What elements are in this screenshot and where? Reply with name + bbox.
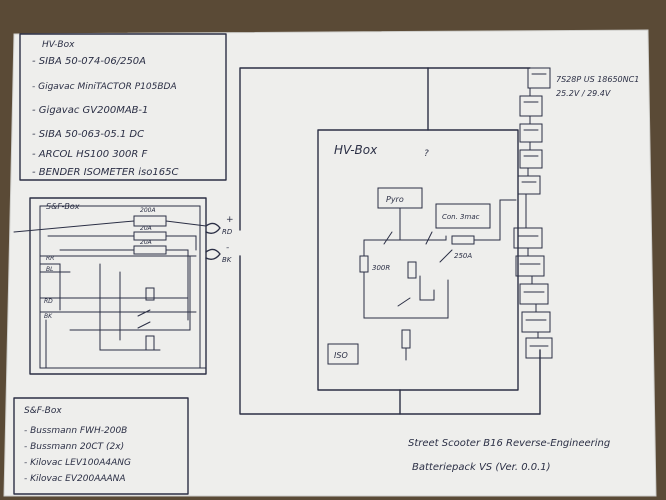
battery-cell xyxy=(515,255,545,277)
hv-legend-box: HV-Box - SIBA 50-074-06/250A - Gigavac M… xyxy=(19,33,227,181)
hv-legend-item: - SIBA 50-074-06/250A xyxy=(32,56,146,67)
hv-legend-item: - SIBA 50-063-05.1 DC xyxy=(32,129,144,140)
minus-sign: - xyxy=(226,243,229,253)
wire-label: RD xyxy=(44,298,53,305)
battery-cell xyxy=(517,175,541,195)
srf-legend-title: S&F-Box xyxy=(24,406,62,416)
wire-label: BL xyxy=(46,266,53,273)
main-wire-bottom xyxy=(239,255,541,415)
main-wire-top xyxy=(239,67,531,231)
srf-box: S&F-Box 200A 20A 20A RR BL RD BK + - RD … xyxy=(13,197,234,375)
relay-coil xyxy=(407,261,417,279)
hv-legend-item: - ARCOL HS100 300R F xyxy=(32,149,148,160)
paper-sheet xyxy=(4,30,656,496)
connector-label-bk: BK xyxy=(222,256,233,264)
connector-rd xyxy=(205,222,221,235)
relay-coil xyxy=(145,287,155,301)
hv-box-title: HV-Box xyxy=(334,143,378,157)
battery-voltage: 25.2V / 29.4V xyxy=(556,89,611,98)
resistor-label: 300R xyxy=(372,264,390,272)
srf-legend-item: - Kilovac LEV100A4ANG xyxy=(24,458,131,468)
connector-label-rd: RD xyxy=(222,228,233,236)
battery-cell xyxy=(519,149,543,169)
battery-spec: 7S28P US 18650NC1 xyxy=(556,75,639,84)
srf-legend-box: S&F-Box - Bussmann FWH-200B - Bussmann 2… xyxy=(13,397,189,495)
wire-label: RR xyxy=(46,255,54,262)
battery-cell xyxy=(519,123,543,143)
pyro-label: Pyro xyxy=(386,195,404,204)
connector-bk xyxy=(205,248,221,261)
battery-cell xyxy=(519,95,543,117)
hv-legend-item: - Gigavac GV200MAB-1 xyxy=(32,105,148,116)
contactor xyxy=(435,203,491,229)
battery-cell xyxy=(525,337,553,359)
fuse-label: 20A xyxy=(140,225,152,232)
hv-legend-item: - BENDER ISOMETER iso165C xyxy=(32,167,178,178)
fuse-label: 200A xyxy=(140,207,156,214)
main-fuse-label: 250A xyxy=(454,252,472,260)
srf-legend-item: - Bussmann FWH-200B xyxy=(24,426,127,436)
hv-question: ? xyxy=(424,149,429,159)
hv-legend-item: - Gigavac MiniTACTOR P105BDA xyxy=(32,82,177,92)
relay-coil xyxy=(145,335,155,351)
wire-label: BK xyxy=(44,313,53,320)
hv-box: HV-Box ? Pyro Con. 3mac 250A 300R ISO xyxy=(317,129,519,391)
srf-box-title: S&F-Box xyxy=(46,202,80,211)
srf-legend-item: - Bussmann 20CT (2x) xyxy=(24,442,124,452)
battery-cell xyxy=(527,67,551,89)
srf-legend-item: - Kilovac EV200AAANA xyxy=(24,474,126,484)
footer-subtitle: Batteriepack VS (Ver. 0.0.1) xyxy=(412,462,551,473)
battery-cell xyxy=(519,283,549,305)
fuse-label: 20A xyxy=(140,239,152,246)
isometer-label: ISO xyxy=(334,351,348,360)
battery-stack xyxy=(513,67,553,359)
hv-legend-title: HV-Box xyxy=(42,40,75,50)
plus-sign: + xyxy=(226,215,234,225)
footer-title: Street Scooter B16 Reverse-Engineering xyxy=(408,438,610,449)
contactor-label: Con. 3mac xyxy=(442,213,480,221)
isometer xyxy=(327,343,359,365)
